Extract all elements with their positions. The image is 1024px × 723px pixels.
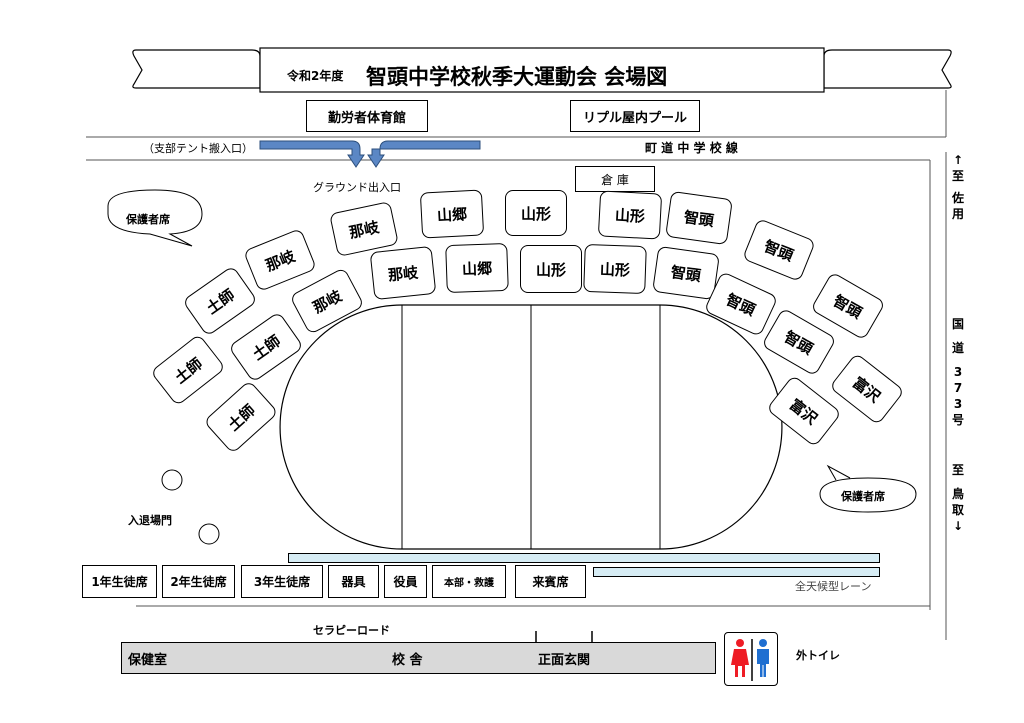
seat-headquarters: 本部・救護 <box>432 565 506 598</box>
therapy-road-label: セラピーロード <box>313 624 390 637</box>
road-char: 号 <box>951 413 964 427</box>
infirmary-label: 保健室 <box>128 653 168 668</box>
weather-lane-bar <box>288 553 880 563</box>
gym-building: 勤労者体育館 <box>306 100 428 132</box>
tent-yamagata: 山形 <box>505 190 567 236</box>
road-char: 3 <box>953 397 963 411</box>
guardian-seat-label: 保護者席 <box>126 213 170 226</box>
storage-shed: 倉 庫 <box>575 166 655 192</box>
seat-guests: 来賓席 <box>515 565 586 598</box>
tent-nagi: 那岐 <box>369 245 437 301</box>
road-char: 鳥 <box>951 487 964 501</box>
seat-equipment: 器具 <box>328 565 379 598</box>
seat-grade1: 1年生徒席 <box>82 565 157 598</box>
toilet-label: 外トイレ <box>796 649 840 662</box>
page-title: 智頭中学校秋季大運動会 会場図 <box>366 65 668 89</box>
road-char: 3 <box>953 365 963 379</box>
school-building <box>121 642 716 674</box>
seat-grade3: 3年生徒席 <box>241 565 323 598</box>
weather-lane-bar <box>593 567 880 577</box>
tent-yamagata: 山形 <box>597 190 663 240</box>
school-building-label: 校 舎 <box>392 653 423 668</box>
tent-yamasato: 山郷 <box>445 242 509 294</box>
seat-grade2: 2年生徒席 <box>162 565 235 598</box>
road-char: 佐 <box>951 191 964 205</box>
road-char: 道 <box>951 341 964 355</box>
toilet-icon <box>724 632 778 686</box>
road-char: 至 <box>951 169 964 183</box>
tent-entrance-label: （支部テント搬入口） <box>143 142 253 155</box>
road-char: 国 <box>951 317 964 331</box>
seat-officials: 役員 <box>384 565 427 598</box>
ground-entrance-label: グラウンド出入口 <box>313 181 401 194</box>
road-char: 至 <box>951 463 964 477</box>
guardian-seat-label: 保護者席 <box>841 490 885 503</box>
tent-yamasato: 山郷 <box>419 189 485 239</box>
pool-building: リプル屋内プール <box>570 100 700 132</box>
tent-chizu: 智頭 <box>652 245 720 301</box>
arrow-down-icon: ↓ <box>952 519 964 533</box>
road-char: 取 <box>951 503 964 517</box>
tent-yamagata: 山形 <box>520 245 582 293</box>
road-char: 7 <box>953 381 963 395</box>
road-char: 用 <box>951 207 964 221</box>
title-year: 令和2年度 <box>287 69 344 83</box>
tent-chizu: 智頭 <box>665 190 733 246</box>
gate-label: 入退場門 <box>128 514 172 527</box>
main-entrance-label: 正面玄関 <box>538 653 591 668</box>
arrow-up-icon: ↑ <box>952 153 964 167</box>
title-banner <box>132 47 952 93</box>
town-road-label: 町 道 中 学 校 線 <box>645 141 738 155</box>
lane-label: 全天候型レーン <box>795 580 872 593</box>
tent-yamagata: 山形 <box>583 243 647 295</box>
